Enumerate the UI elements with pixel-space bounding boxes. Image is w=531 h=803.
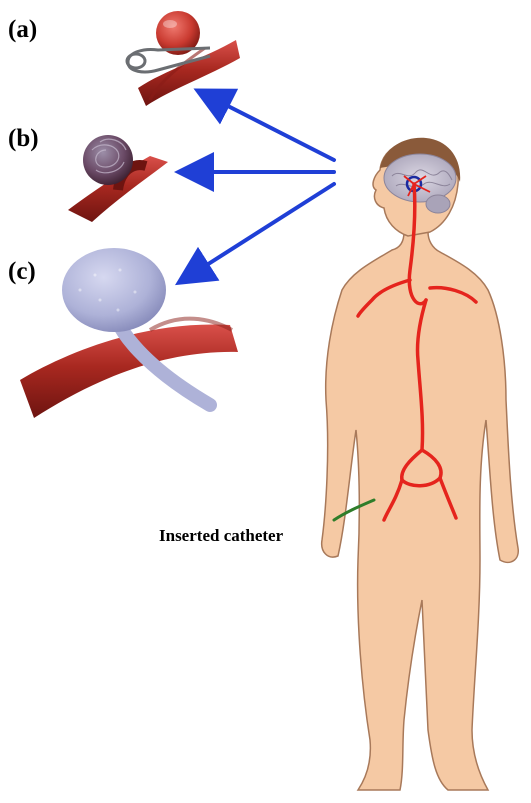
panel-c-flow-diverter-illustration	[20, 248, 238, 418]
human-body-figure	[322, 138, 519, 790]
catheter-label: Inserted catheter	[159, 526, 283, 546]
aneurysm-clip-icon	[127, 11, 240, 106]
arrow-to-panel-a	[222, 103, 334, 160]
panel-a-clip-illustration	[127, 11, 240, 106]
panel-label-c: (c)	[8, 259, 36, 284]
panel-b-coil-illustration	[68, 135, 168, 222]
arrow-to-panel-c	[202, 184, 334, 268]
arrows	[202, 103, 334, 268]
panel-label-a: (a)	[8, 17, 37, 42]
head	[373, 138, 460, 236]
panel-label-b: (b)	[8, 126, 39, 151]
flow-diverter-icon	[20, 248, 238, 418]
coil-embolization-icon	[68, 135, 168, 222]
